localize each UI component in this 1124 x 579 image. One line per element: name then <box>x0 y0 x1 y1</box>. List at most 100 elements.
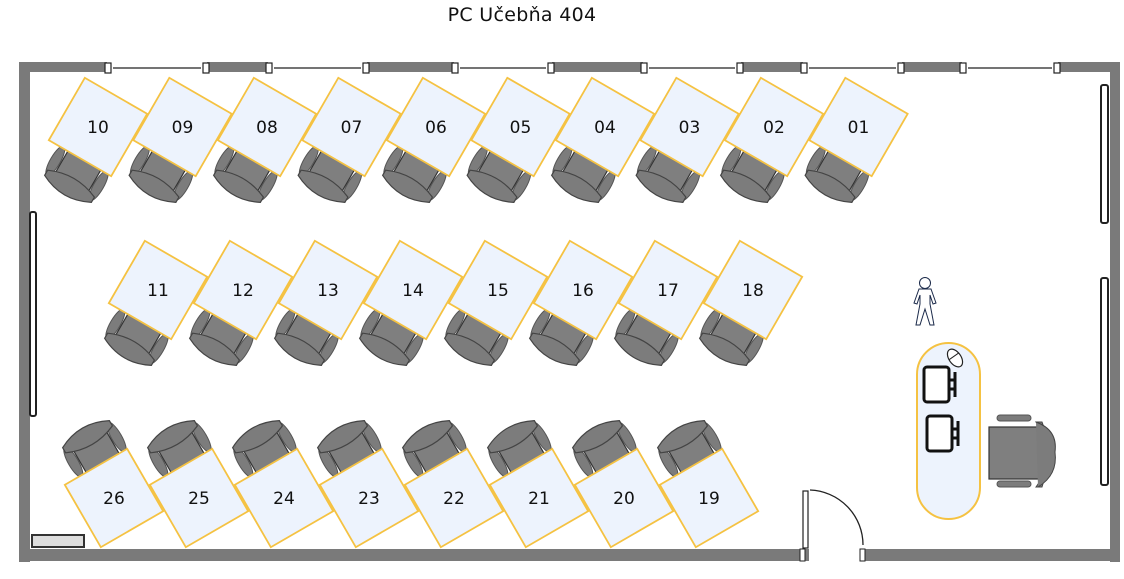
seat-number-label: 05 <box>510 118 532 138</box>
desk[interactable] <box>385 76 487 178</box>
desk[interactable] <box>532 239 634 341</box>
desk[interactable] <box>63 447 165 549</box>
seat-10[interactable]: 10 <box>37 76 149 211</box>
seat-number-label: 18 <box>742 281 764 301</box>
seat-12[interactable]: 12 <box>182 239 294 374</box>
seat-18[interactable]: 18 <box>692 239 804 374</box>
seat-01[interactable]: 01 <box>798 76 909 211</box>
seat-number-label: 04 <box>594 118 616 138</box>
desk[interactable] <box>318 447 420 549</box>
seat-17[interactable]: 17 <box>607 239 719 374</box>
walls <box>19 62 1120 562</box>
person-icon <box>913 277 937 326</box>
desk[interactable] <box>233 447 335 549</box>
desk[interactable] <box>107 239 209 341</box>
desk[interactable] <box>573 447 675 549</box>
window <box>800 62 905 74</box>
door-leaf <box>802 490 809 549</box>
seat-20[interactable]: 20 <box>565 412 675 549</box>
monitor-icon <box>925 414 960 453</box>
seat-15[interactable]: 15 <box>437 239 549 374</box>
wall-bottom-left <box>19 549 809 561</box>
desk[interactable] <box>658 447 760 549</box>
desk[interactable] <box>617 239 719 341</box>
door-jamb-right <box>859 548 866 562</box>
window <box>104 62 210 74</box>
monitor-icon <box>922 365 957 404</box>
radiators <box>29 84 1109 548</box>
desk[interactable] <box>403 447 505 549</box>
seat-number-label: 13 <box>317 281 339 301</box>
wall-left <box>19 62 30 562</box>
seat-number-label: 21 <box>528 489 550 509</box>
seat-number-label: 23 <box>358 489 380 509</box>
seat-number-label: 03 <box>679 118 701 138</box>
desk[interactable] <box>362 239 464 341</box>
seat-22[interactable]: 22 <box>395 412 505 549</box>
windows <box>104 62 1061 74</box>
seat-25[interactable]: 25 <box>140 412 250 549</box>
seat-19[interactable]: 19 <box>650 412 760 549</box>
seat-number-label: 19 <box>698 489 720 509</box>
seat-26[interactable]: 26 <box>55 412 165 549</box>
desk[interactable] <box>192 239 294 341</box>
seat-number-label: 14 <box>402 281 424 301</box>
seat-number-label: 22 <box>443 489 465 509</box>
desk[interactable] <box>554 76 656 178</box>
desk[interactable] <box>488 447 590 549</box>
seat-number-label: 10 <box>87 118 109 138</box>
seat-number-label: 08 <box>256 118 278 138</box>
desk[interactable] <box>702 239 804 341</box>
seat-number-label: 12 <box>232 281 254 301</box>
seat-number-label: 07 <box>341 118 363 138</box>
door[interactable] <box>799 489 866 562</box>
office-chair-icon[interactable] <box>988 414 1056 488</box>
seat-06[interactable]: 06 <box>375 76 487 211</box>
seat-14[interactable]: 14 <box>352 239 464 374</box>
page-title: PC Učebňa 404 <box>0 4 1124 26</box>
seat-number-label: 06 <box>425 118 447 138</box>
desk[interactable] <box>47 76 149 178</box>
radiator-right-bottom <box>1100 277 1109 486</box>
door-jamb-left <box>799 548 806 562</box>
wall-top <box>19 62 1119 72</box>
seat-04[interactable]: 04 <box>544 76 656 211</box>
desk[interactable] <box>808 76 909 178</box>
seat-11[interactable]: 11 <box>97 239 209 374</box>
door-swing-arc <box>809 489 864 546</box>
seat-23[interactable]: 23 <box>310 412 420 549</box>
desk[interactable] <box>723 76 825 178</box>
teacher-area <box>913 277 1056 520</box>
desk[interactable] <box>470 76 571 178</box>
student-seats: 10 09 08 07 06 05 04 03 02 01 11 12 13 14 15 16 17 18 26 25… <box>37 76 909 549</box>
seat-02[interactable]: 02 <box>713 76 825 211</box>
seat-number-label: 25 <box>188 489 210 509</box>
seat-07[interactable]: 07 <box>291 76 402 211</box>
seat-number-label: 11 <box>147 281 169 301</box>
desk[interactable] <box>148 447 250 549</box>
desk[interactable] <box>216 76 318 178</box>
window <box>959 62 1061 74</box>
seat-21[interactable]: 21 <box>480 412 590 549</box>
seat-05[interactable]: 05 <box>460 76 571 211</box>
desk[interactable] <box>132 76 233 178</box>
desk[interactable] <box>301 76 402 178</box>
seat-09[interactable]: 09 <box>122 76 233 211</box>
mouse-icon <box>946 348 964 368</box>
seat-03[interactable]: 03 <box>629 76 740 211</box>
desk[interactable] <box>639 76 740 178</box>
desk[interactable] <box>277 239 379 341</box>
desk[interactable] <box>447 239 549 341</box>
seat-16[interactable]: 16 <box>522 239 634 374</box>
wall-bottom-right <box>863 549 1120 561</box>
seat-number-label: 24 <box>273 489 295 509</box>
window <box>451 62 555 74</box>
seat-13[interactable]: 13 <box>267 239 379 374</box>
seat-08[interactable]: 08 <box>206 76 318 211</box>
radiator-left <box>29 211 37 417</box>
seat-24[interactable]: 24 <box>225 412 335 549</box>
seat-number-label: 26 <box>103 489 125 509</box>
seat-number-label: 02 <box>763 118 785 138</box>
seat-number-label: 16 <box>572 281 594 301</box>
